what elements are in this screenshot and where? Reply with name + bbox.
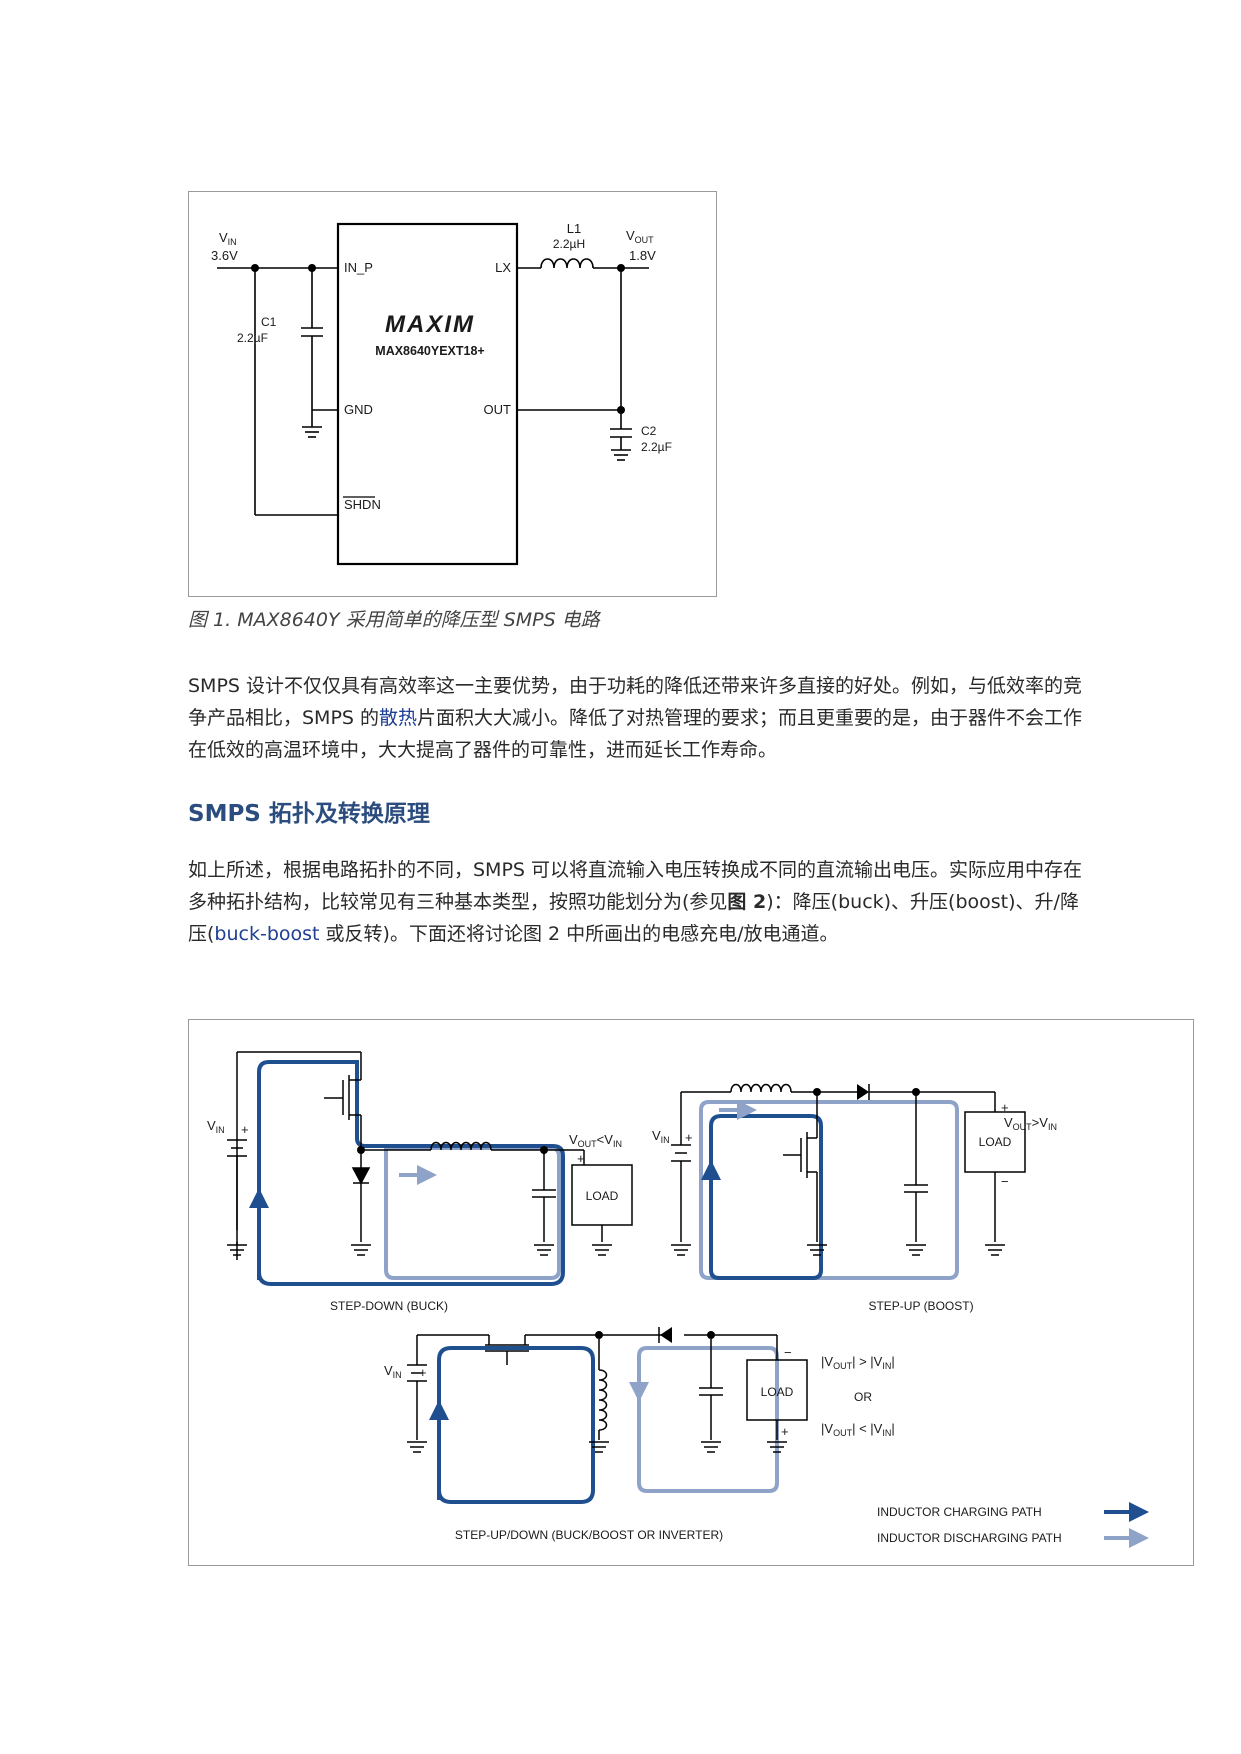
- buckboost-load: LOAD: [761, 1385, 794, 1399]
- pin-lx: LX: [495, 260, 511, 275]
- buck-discharging-path: [384, 1146, 561, 1280]
- junction-dot: [308, 264, 316, 272]
- vout-label: VOUT: [626, 228, 654, 245]
- c1-name: C1: [261, 315, 277, 329]
- paragraph-2-text-end: 或反转)。下面还将讨论图 2 中所画出的电感充电/放电通道。: [319, 923, 839, 945]
- legend: INDUCTOR CHARGING PATH INDUCTOR DISCHARG…: [877, 1502, 1149, 1548]
- boost-load-minus: −: [1001, 1174, 1009, 1189]
- buck-load: LOAD: [586, 1189, 619, 1203]
- pin-gnd: GND: [344, 402, 373, 417]
- buck-load-plus: +: [577, 1151, 585, 1166]
- buckboost-charging-path: [437, 1346, 595, 1504]
- boost-discharging-path: [699, 1100, 959, 1280]
- inductor-l1: [540, 258, 594, 269]
- link-heat-sink[interactable]: 散热: [379, 707, 418, 729]
- paragraph-1-text: SMPS 设计不仅仅具有高效率这一主要优势，由于功耗的降低还带来许多直接的好处。…: [188, 675, 1083, 729]
- legend-discharging-label: INDUCTOR DISCHARGING PATH: [877, 1531, 1062, 1545]
- maxim-logo: MAXIM: [385, 311, 475, 338]
- buckboost-circuit: VIN + LOAD − + |VOUT| > |VIN| OR |VOUT| …: [384, 1327, 895, 1542]
- boost-load-plus: +: [1001, 1100, 1009, 1115]
- part-number: MAX8640YEXT18+: [375, 344, 484, 358]
- vout-value: 1.8V: [629, 248, 656, 263]
- buckboost-discharging-path: [637, 1346, 779, 1493]
- paragraph-2-text-cont: )：降压(buck)、升压(boost)、升/降压(: [188, 891, 1079, 945]
- buck-title: STEP-DOWN (BUCK): [330, 1299, 448, 1313]
- c2-name: C2: [641, 424, 657, 438]
- paragraph-1: SMPS 设计不仅仅具有高效率这一主要优势，由于功耗的降低还带来许多直接的好处。…: [188, 670, 1088, 766]
- figure-2-ref[interactable]: 图 2: [727, 891, 767, 913]
- junction-dot: [617, 264, 625, 272]
- figure-1-caption: 图 1. MAX8640Y 采用简单的降压型 SMPS 电路: [188, 609, 600, 631]
- buck-vout-label: VOUT<VIN: [569, 1132, 622, 1149]
- boost-vin: VIN: [652, 1128, 670, 1145]
- boost-vout-label: VOUT>VIN: [1004, 1115, 1057, 1132]
- ic-body: [336, 222, 519, 566]
- c1-value: 2.2µF: [237, 331, 268, 345]
- figure-2-schematic: VIN + VOUT<VIN + LOAD STEP-DOWN (BUCK): [207, 1051, 1149, 1548]
- link-buck-boost[interactable]: buck-boost: [214, 923, 320, 945]
- section-heading: SMPS 拓扑及转换原理: [188, 801, 430, 827]
- l1-name: L1: [567, 221, 581, 236]
- junction-dot: [617, 406, 625, 414]
- c2-value: 2.2µF: [641, 440, 672, 454]
- boost-title: STEP-UP (BOOST): [868, 1299, 973, 1313]
- vin-label: VIN: [219, 230, 237, 247]
- or-label: OR: [854, 1390, 872, 1404]
- paragraph-1-text-cont: 片面积大大减小。降低了对热管理的要求；而且更重要的是，由于器件不会工作在低效的高…: [188, 707, 1083, 761]
- buckboost-plus: +: [419, 1365, 427, 1380]
- boost-charging-path: [709, 1114, 823, 1280]
- legend-charging-label: INDUCTOR CHARGING PATH: [877, 1505, 1042, 1519]
- buck-circuit: VIN + VOUT<VIN + LOAD STEP-DOWN (BUCK): [207, 1051, 633, 1313]
- figure-1-max8640y-circuit: VIN 3.6V IN_P LX GND OUT SHDN L1 2.2µH V…: [188, 191, 717, 597]
- figure-1-schematic: VIN 3.6V IN_P LX GND OUT SHDN L1 2.2µH V…: [211, 221, 672, 566]
- buck-plus: +: [241, 1122, 249, 1137]
- abs-vout-gt-vin: |VOUT| > |VIN|: [821, 1354, 895, 1371]
- buck-charging-path: [257, 1060, 565, 1286]
- pin-out: OUT: [484, 402, 512, 417]
- junction-dot: [251, 264, 259, 272]
- ground-symbols: [227, 1244, 612, 1256]
- buckboost-load-minus: −: [784, 1345, 792, 1360]
- boost-plus: +: [685, 1130, 693, 1145]
- l1-value: 2.2µH: [553, 237, 585, 251]
- buck-vin: VIN: [207, 1118, 225, 1135]
- pin-in-p: IN_P: [344, 260, 373, 275]
- abs-vout-lt-vin: |VOUT| < |VIN|: [821, 1421, 895, 1438]
- figure-2-smps-topologies: VIN + VOUT<VIN + LOAD STEP-DOWN (BUCK): [188, 1019, 1194, 1566]
- buckboost-title: STEP-UP/DOWN (BUCK/BOOST OR INVERTER): [455, 1528, 723, 1542]
- buckboost-vin: VIN: [384, 1363, 402, 1380]
- buckboost-load-plus: +: [781, 1424, 789, 1439]
- pin-shdn: SHDN: [344, 497, 381, 512]
- boost-load: LOAD: [979, 1135, 1012, 1149]
- vin-value: 3.6V: [211, 248, 238, 263]
- boost-circuit: VIN + VOUT>VIN + LOAD − STEP-UP (BOOST): [652, 1083, 1057, 1313]
- paragraph-2-text: 如上所述，根据电路拓扑的不同，SMPS 可以将直流输入电压转换成不同的直流输出电…: [188, 859, 1083, 913]
- paragraph-2: 如上所述，根据电路拓扑的不同，SMPS 可以将直流输入电压转换成不同的直流输出电…: [188, 854, 1088, 950]
